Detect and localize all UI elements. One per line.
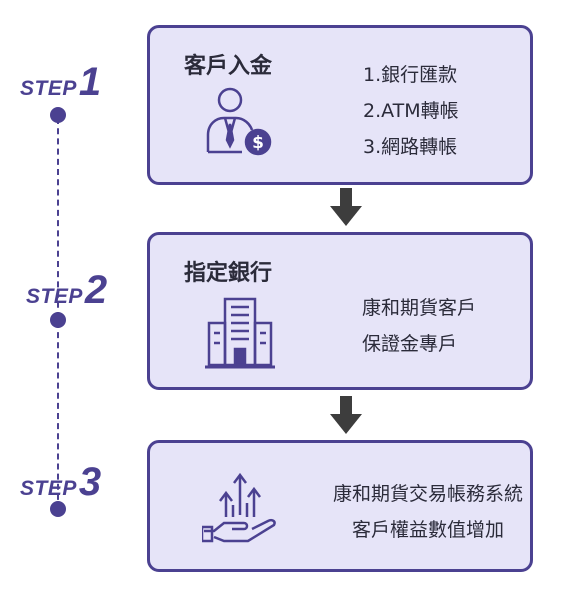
timeline-line-1 xyxy=(57,118,59,318)
list-item: 客戶權益數值增加 xyxy=(351,519,504,541)
list-item: 3.網路轉帳 xyxy=(363,136,458,158)
building-icon xyxy=(205,295,275,374)
box-2-title: 指定銀行 xyxy=(184,261,273,286)
list-item: 康和期貨客戶 xyxy=(362,297,477,319)
list-item: 2.ATM轉帳 xyxy=(363,100,459,122)
timeline-line-2 xyxy=(57,322,59,510)
list-item: 保證金專戶 xyxy=(362,333,458,355)
list-item: 康和期貨交易帳務系統 xyxy=(332,483,523,505)
box-1-title: 客戶入金 xyxy=(184,54,273,79)
step-2-dot xyxy=(50,312,66,328)
step-3-dot xyxy=(50,501,66,517)
svg-text:$: $ xyxy=(252,133,264,153)
person-dollar-icon: $ xyxy=(198,80,278,164)
step-1-label: STEP1 xyxy=(20,60,102,104)
down-arrow-icon xyxy=(330,396,362,440)
hand-growth-icon xyxy=(200,471,280,547)
step-1-dot xyxy=(50,107,66,123)
list-item: 1.銀行匯款 xyxy=(363,64,458,86)
step-3-label: STEP3 xyxy=(20,460,102,504)
step-2-label: STEP2 xyxy=(26,268,108,312)
box-3-items: 康和期貨交易帳務系統 客戶權益數值增加 xyxy=(330,476,526,548)
step-3-box: 康和期貨交易帳務系統 客戶權益數值增加 xyxy=(147,440,533,572)
step-2-box: 指定銀行 康和期貨客戶 保證金專戶 xyxy=(147,232,533,390)
down-arrow-icon xyxy=(330,188,362,232)
step-1-box: 客戶入金 $ 1.銀行匯款 2.ATM轉帳 3.網路轉帳 xyxy=(147,25,533,185)
box-2-items: 康和期貨客戶 保證金專戶 xyxy=(362,290,476,362)
box-1-items: 1.銀行匯款 2.ATM轉帳 3.網路轉帳 xyxy=(363,57,459,165)
